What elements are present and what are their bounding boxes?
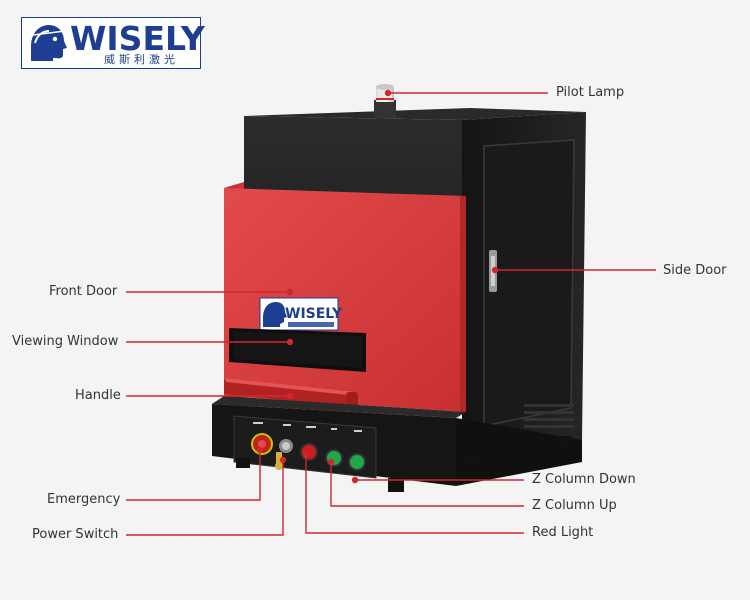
z-column-down-button[interactable] <box>348 453 366 471</box>
label-viewing-window: Viewing Window <box>12 334 119 349</box>
cabinet-top <box>244 108 586 120</box>
z-column-up-button[interactable] <box>325 449 343 467</box>
label-red-light: Red Light <box>532 525 594 540</box>
red-light-button[interactable] <box>300 443 318 461</box>
pilot-lamp <box>374 84 396 118</box>
side-vent <box>524 404 574 428</box>
door-logo: WISELY <box>259 297 343 331</box>
label-z-column-down: Z Column Down <box>532 472 636 487</box>
label-z-column-up: Z Column Up <box>532 498 617 513</box>
base-side <box>456 418 582 486</box>
panel-labels <box>253 422 362 432</box>
logo-wordmark: WISELY <box>70 19 205 58</box>
machine-feet <box>236 436 572 492</box>
front-door-right-edge <box>460 196 466 412</box>
label-power-switch: Power Switch <box>32 527 119 542</box>
door-logo-text: WISELY <box>285 306 343 322</box>
power-key-switch[interactable] <box>275 439 293 470</box>
side-door <box>483 139 575 427</box>
label-handle: Handle <box>75 388 121 403</box>
label-front-door: Front Door <box>49 284 118 299</box>
label-pilot-lamp: Pilot Lamp <box>556 85 625 100</box>
base-top <box>212 396 466 418</box>
label-side-door: Side Door <box>663 263 727 278</box>
brand-logo: WISELY 威斯利激光 <box>21 17 205 69</box>
viewing-window <box>229 328 366 372</box>
head-silhouette-icon <box>25 21 69 65</box>
logo-subtitle: 威斯利激光 <box>104 53 179 66</box>
label-emergency: Emergency <box>47 492 121 507</box>
callout-lines <box>126 89 656 536</box>
